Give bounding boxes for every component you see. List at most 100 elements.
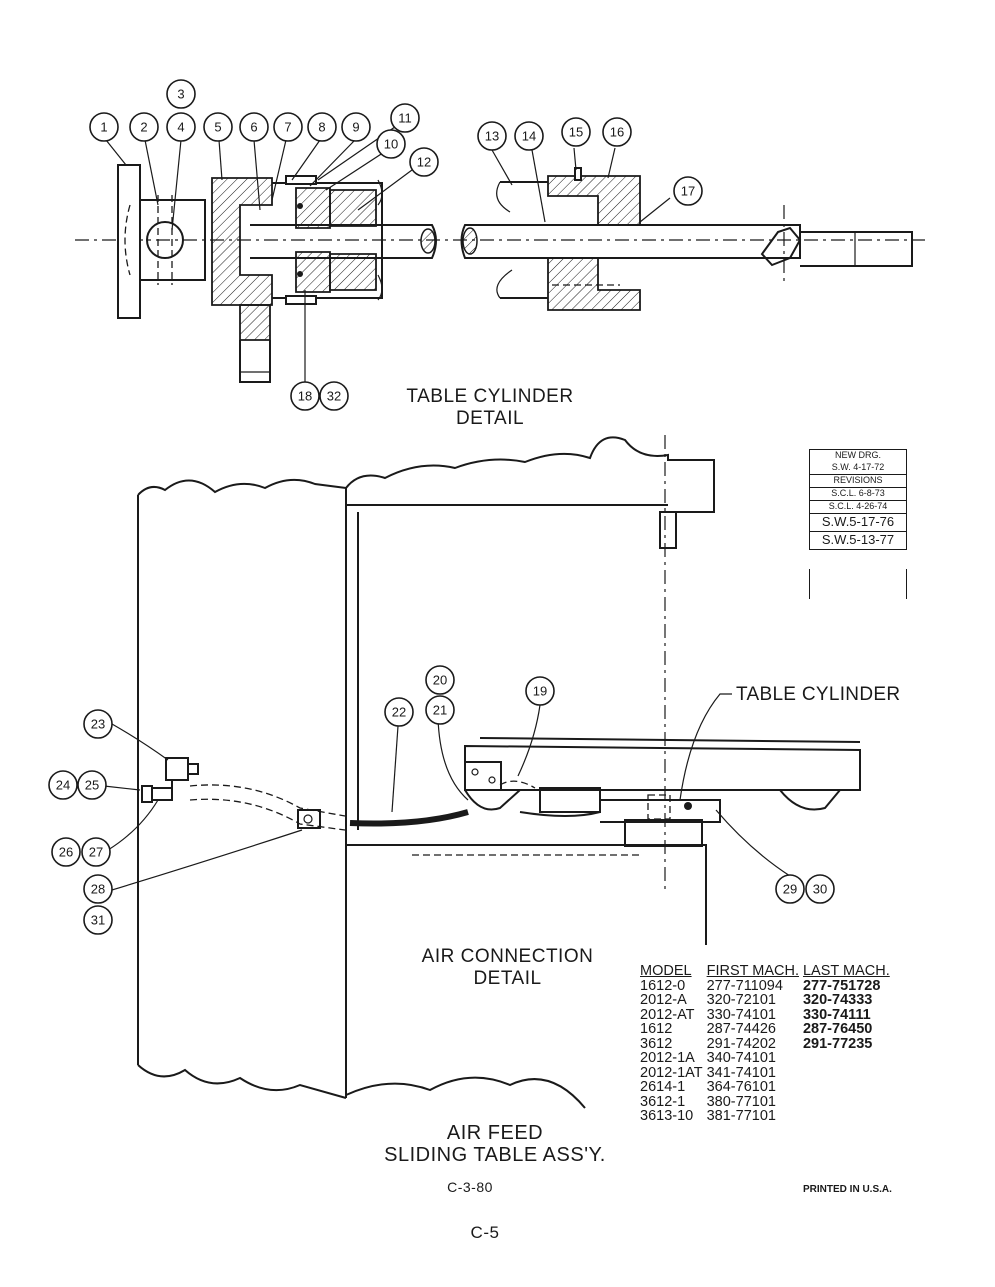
last-mach-cell <box>803 1066 894 1081</box>
table-header-row: MODEL FIRST MACH. LAST MACH. <box>640 964 894 979</box>
revision-row: S.C.L. 4-26-74 <box>810 501 906 514</box>
svg-text:10: 10 <box>384 137 398 152</box>
svg-text:31: 31 <box>91 913 105 928</box>
svg-text:19: 19 <box>533 684 547 699</box>
table-row: 2012-1A 340-74101 <box>640 1051 894 1066</box>
balloon-21: 21 <box>425 695 455 725</box>
last-mach-cell: 330-74111 <box>802 1006 871 1023</box>
air-connection-title-line2: DETAIL <box>473 968 542 989</box>
model-cell: 3612 <box>640 1035 673 1052</box>
svg-text:13: 13 <box>485 129 499 144</box>
last-mach-cell <box>803 1109 894 1124</box>
svg-text:16: 16 <box>610 125 624 140</box>
svg-text:2: 2 <box>140 120 147 135</box>
balloon-1: 1 <box>89 112 119 142</box>
table-row: 3612 291-74202 291-77235 <box>640 1035 894 1052</box>
balloon-11: 11 <box>390 103 420 133</box>
svg-text:23: 23 <box>91 717 105 732</box>
svg-text:26: 26 <box>59 845 73 860</box>
revision-row: S.C.L. 6-8-73 <box>810 488 906 501</box>
revision-row: S.W. 4-17-72 <box>810 462 906 475</box>
model-cell: 3612-1 <box>640 1093 686 1110</box>
balloon-27: 27 <box>81 837 111 867</box>
header-first-mach: FIRST MACH. <box>706 963 799 979</box>
balloon-22: 22 <box>384 697 414 727</box>
svg-text:18: 18 <box>298 389 312 404</box>
revision-row: REVISIONS <box>810 475 906 488</box>
model-cell: 2012-1AT <box>640 1064 703 1081</box>
svg-text:22: 22 <box>392 705 406 720</box>
balloon-30: 30 <box>805 874 835 904</box>
balloon-18: 18 <box>290 381 320 411</box>
model-serial-table: MODEL FIRST MACH. LAST MACH. 1612-0 277-7… <box>640 964 894 1124</box>
first-mach-cell: 380-77101 <box>706 1093 776 1110</box>
table-row: 3612-1 380-77101 <box>640 1093 894 1110</box>
svg-text:5: 5 <box>214 120 221 135</box>
first-mach-cell: 341-74101 <box>706 1064 776 1081</box>
first-mach-cell: 340-74101 <box>706 1050 776 1066</box>
balloon-8: 8 <box>307 112 337 142</box>
svg-text:14: 14 <box>522 129 536 144</box>
svg-text:11: 11 <box>398 111 412 126</box>
model-cell: 2012-1A <box>640 1050 695 1066</box>
svg-text:17: 17 <box>681 184 695 199</box>
svg-text:28: 28 <box>91 882 105 897</box>
last-mach-cell <box>803 1051 894 1066</box>
first-mach-cell: 277-711094 <box>706 977 783 994</box>
revisions-box-tail <box>809 569 907 599</box>
model-cell: 2614-1 <box>640 1079 686 1095</box>
balloon-3: 3 <box>166 79 196 109</box>
svg-text:12: 12 <box>417 155 431 170</box>
balloon-16: 16 <box>602 117 632 147</box>
revision-row: NEW DRG. <box>835 450 881 460</box>
balloon-32: 32 <box>319 381 349 411</box>
last-mach-cell: 287-76450 <box>802 1021 873 1037</box>
last-mach-cell: 291-77235 <box>802 1035 873 1052</box>
balloon-5: 5 <box>203 112 233 142</box>
svg-text:25: 25 <box>85 778 99 793</box>
svg-text:1: 1 <box>100 120 107 135</box>
assembly-title: AIR FEED SLIDING TABLE ASS'Y. <box>360 1122 630 1166</box>
balloon-19: 19 <box>525 676 555 706</box>
header-last-mach: LAST MACH. <box>802 963 890 979</box>
balloon-2: 2 <box>129 112 159 142</box>
svg-text:3: 3 <box>177 87 184 102</box>
model-cell: 3613-10 <box>640 1108 694 1124</box>
model-cell: 1612-0 <box>640 977 686 994</box>
balloon-20: 20 <box>425 665 455 695</box>
air-connection-leaders <box>103 693 791 891</box>
revisions-box: NEW DRG. S.W. 4-17-72 REVISIONS S.C.L. 6… <box>809 449 907 550</box>
assembly-title-line1: AIR FEED <box>446 1122 544 1144</box>
first-mach-cell: 320-72101 <box>706 992 776 1008</box>
table-cylinder-detail-leaders <box>105 119 671 382</box>
balloon-14: 14 <box>514 121 544 151</box>
drawing-number: C-3-80 <box>447 1179 493 1195</box>
revision-row: S.W.5-17-76 <box>810 514 906 532</box>
balloon-13: 13 <box>477 121 507 151</box>
balloon-28: 28 <box>83 874 113 904</box>
last-mach-cell <box>803 1080 894 1095</box>
table-cylinder-title-line2: DETAIL <box>455 408 525 429</box>
model-cell: 2012-AT <box>640 1006 695 1023</box>
svg-text:32: 32 <box>327 389 341 404</box>
first-mach-cell: 291-74202 <box>706 1035 776 1052</box>
table-cylinder-detail-title: TABLE CYLINDER DETAIL <box>390 386 590 430</box>
svg-text:30: 30 <box>813 882 827 897</box>
balloon-12: 12 <box>409 147 439 177</box>
balloon-6: 6 <box>239 112 269 142</box>
svg-text:8: 8 <box>318 120 325 135</box>
svg-text:4: 4 <box>177 120 184 135</box>
first-mach-cell: 287-74426 <box>706 1021 776 1037</box>
balloon-7: 7 <box>273 112 303 142</box>
svg-text:29: 29 <box>783 882 797 897</box>
balloon-29: 29 <box>775 874 805 904</box>
air-connection-detail-title: AIR CONNECTION DETAIL <box>400 946 615 990</box>
table-cylinder-balloons: 1 2 3 4 5 6 7 8 9 10 11 12 13 14 15 16 1… <box>89 79 703 411</box>
last-mach-cell <box>803 1095 894 1110</box>
